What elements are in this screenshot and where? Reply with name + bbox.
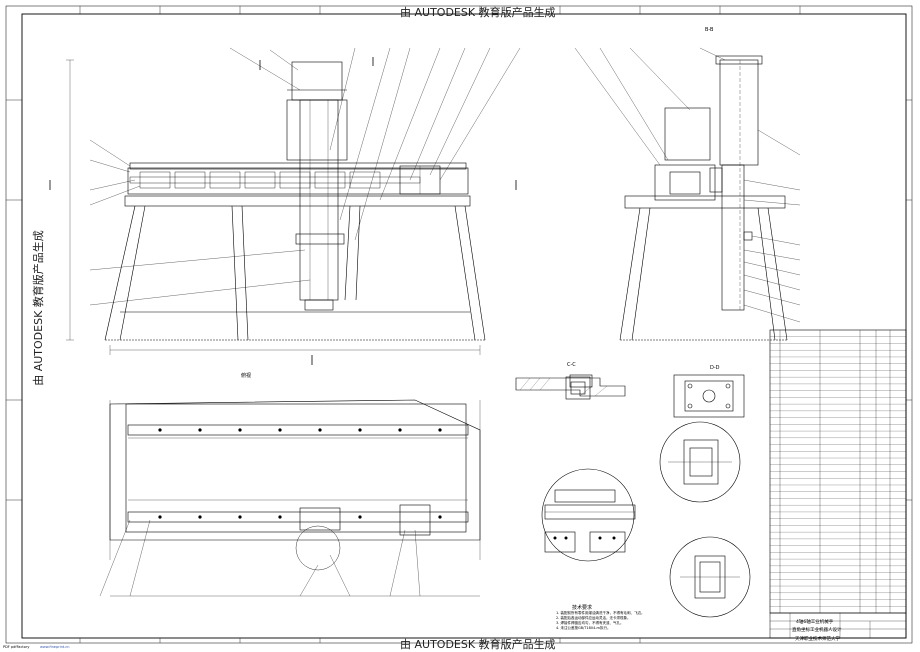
bottom-outline xyxy=(109,399,481,541)
bottom-motor xyxy=(399,504,431,536)
title-block-line1: 4轴6轴工业机械手 xyxy=(796,620,834,625)
label-section-cc: C-C xyxy=(567,362,576,368)
side-z-slide xyxy=(721,164,745,311)
detail-circle-main xyxy=(541,468,636,562)
footer-pdf-factory: PDF pdfFactory xyxy=(3,645,30,649)
side-view xyxy=(574,47,801,341)
label-section-bb: B-B xyxy=(705,27,714,33)
bottom-view xyxy=(99,399,481,597)
watermark-left: 由 AUTODESK 教育版产品生成 xyxy=(31,230,45,386)
front-view xyxy=(49,47,521,365)
front-motor-top xyxy=(291,61,343,101)
side-table-top xyxy=(624,195,786,209)
side-column xyxy=(719,59,759,166)
inner-border xyxy=(21,13,907,639)
title-block xyxy=(769,612,907,639)
detail-circle-bearing xyxy=(659,421,741,503)
title-block-line3: 天津职业技术师范大学 xyxy=(795,637,840,642)
section-dd xyxy=(565,374,745,418)
label-bottom-view: 俯视 xyxy=(241,373,252,379)
side-leg-right xyxy=(757,207,776,341)
bottom-rail-top xyxy=(127,424,469,436)
title-block-line2: 直角坐标工业机器人设计 xyxy=(792,628,842,633)
label-section-dd: D-D xyxy=(710,365,720,371)
watermark-bottom: 由 AUTODESK 教育版产品生成 xyxy=(400,638,556,651)
footer-link[interactable]: www.fineprint.cn xyxy=(40,645,70,649)
side-leg-left xyxy=(619,207,641,341)
outer-border xyxy=(5,5,913,644)
section-cc xyxy=(515,374,626,397)
front-leg-mid-left xyxy=(231,205,239,341)
side-beam xyxy=(654,164,716,201)
side-gripper-box xyxy=(664,107,711,161)
detail-circle-bottom-right xyxy=(669,536,751,618)
detail-circle-bottom xyxy=(295,525,341,571)
front-z-axis xyxy=(299,99,339,301)
front-leg-mid-right xyxy=(344,205,351,301)
zone-ticks xyxy=(6,6,912,643)
front-leg-left xyxy=(104,205,136,341)
technical-requirements-notes: 1. 装配前所有零件用煤油清洗干净，不得有毛刺、飞边。 2. 装配后各运动部件应… xyxy=(556,611,645,630)
watermark-top: 由 AUTODESK 教育版产品生成 xyxy=(400,6,556,19)
front-beam xyxy=(127,167,469,195)
bom-table xyxy=(769,329,907,614)
bottom-rail-bottom xyxy=(127,511,469,523)
front-table-top xyxy=(124,195,471,207)
technical-requirements-title: 技术要求 xyxy=(572,605,593,611)
front-leg-right xyxy=(454,205,476,341)
